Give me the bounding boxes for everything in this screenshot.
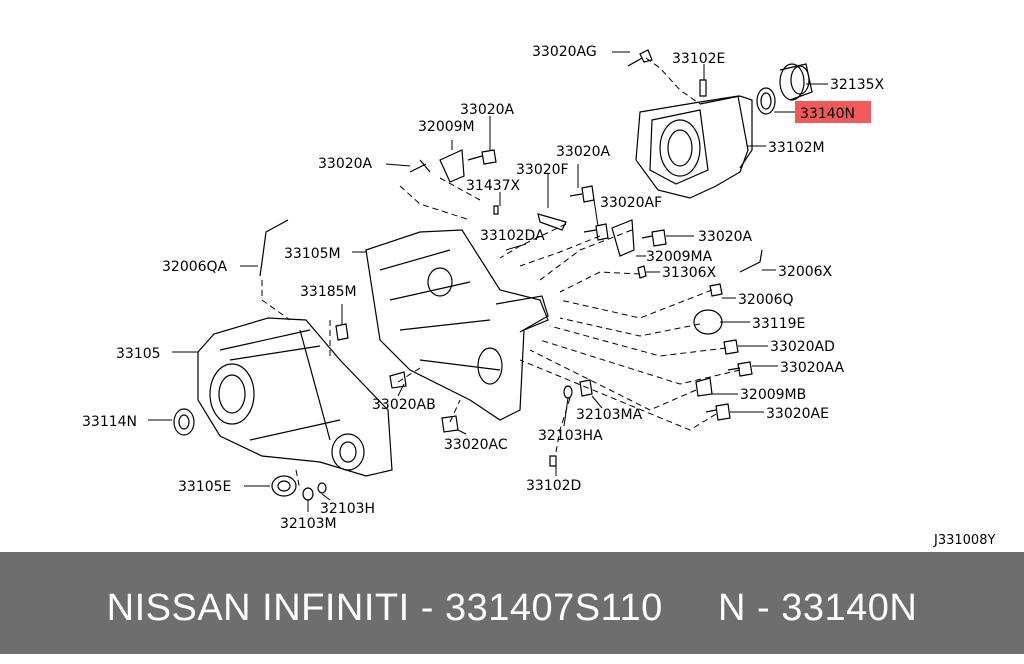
label-32103M: 32103M bbox=[280, 516, 337, 532]
label-32006X: 32006X bbox=[778, 264, 833, 280]
label-33020A-3: 33020A bbox=[556, 144, 611, 160]
label-33102E: 33102E bbox=[672, 51, 725, 67]
label-33105M: 33105M bbox=[284, 246, 341, 262]
spacer bbox=[663, 587, 718, 629]
parts-diagram: 33020AG 33102E 32135X 33140N 33020A 3200… bbox=[82, 44, 996, 548]
exploded-view-drawing: 33020AG 33102E 32135X 33140N 33020A 3200… bbox=[82, 44, 995, 548]
label-33020F: 33020F bbox=[516, 162, 569, 178]
separator: - bbox=[409, 587, 445, 629]
label-33114N: 33114N bbox=[82, 414, 137, 430]
label-33020A-2: 33020A bbox=[318, 156, 373, 172]
label-32135X: 32135X bbox=[830, 77, 885, 93]
label-32006QA: 32006QA bbox=[162, 259, 228, 275]
label-32009M: 32009M bbox=[418, 119, 475, 135]
highlight-marker bbox=[795, 101, 871, 123]
label-31306X: 31306X bbox=[662, 265, 717, 281]
label-33020AE: 33020AE bbox=[766, 406, 829, 422]
part-number: 33140N bbox=[781, 587, 918, 629]
label-31437X: 31437X bbox=[466, 178, 521, 194]
part-labels: 33020AG 33102E 32135X 33140N 33020A 3200… bbox=[82, 44, 995, 548]
diagram-code: J331008Y bbox=[933, 533, 995, 548]
label-33105E: 33105E bbox=[178, 479, 231, 495]
label-33102D: 33102D bbox=[526, 478, 581, 494]
label-33020AG: 33020AG bbox=[532, 44, 597, 60]
assembly-guide-lines bbox=[261, 57, 741, 491]
label-32103HA: 32103HA bbox=[538, 428, 603, 444]
label-33140N: 33140N bbox=[800, 106, 855, 122]
part-title: NISSAN INFINITI - 331407S110 N - 33140N bbox=[0, 552, 1024, 654]
label-32103H: 32103H bbox=[320, 501, 375, 517]
leader-lines bbox=[148, 51, 828, 512]
drawing-lines bbox=[173, 49, 813, 501]
label-32009MA: 32009MA bbox=[646, 249, 713, 265]
label-32103MA: 32103MA bbox=[576, 407, 643, 423]
part-banner: NISSAN INFINITI - 331407S110 N - 33140N bbox=[0, 552, 1024, 654]
label-33020AD: 33020AD bbox=[770, 339, 835, 355]
label-32006Q: 32006Q bbox=[738, 292, 794, 308]
label-33020A-4: 33020A bbox=[698, 229, 753, 245]
label-33020A-1: 33020A bbox=[460, 102, 515, 118]
brand-name: NISSAN INFINITI bbox=[106, 587, 410, 629]
label-33119E: 33119E bbox=[752, 316, 805, 332]
label-33020AA: 33020AA bbox=[780, 360, 845, 376]
label-33020AC: 33020AC bbox=[444, 437, 508, 453]
label-33102DA: 33102DA bbox=[480, 228, 545, 244]
label-33105: 33105 bbox=[116, 346, 161, 362]
label-33102M: 33102M bbox=[768, 140, 825, 156]
label-33185M: 33185M bbox=[300, 284, 357, 300]
label-33020AB: 33020AB bbox=[372, 397, 436, 413]
part-prefix: N - bbox=[718, 587, 782, 629]
label-32009MB: 32009MB bbox=[740, 387, 806, 403]
label-33020AF: 33020AF bbox=[600, 195, 662, 211]
oem-number: 331407S110 bbox=[444, 587, 663, 629]
